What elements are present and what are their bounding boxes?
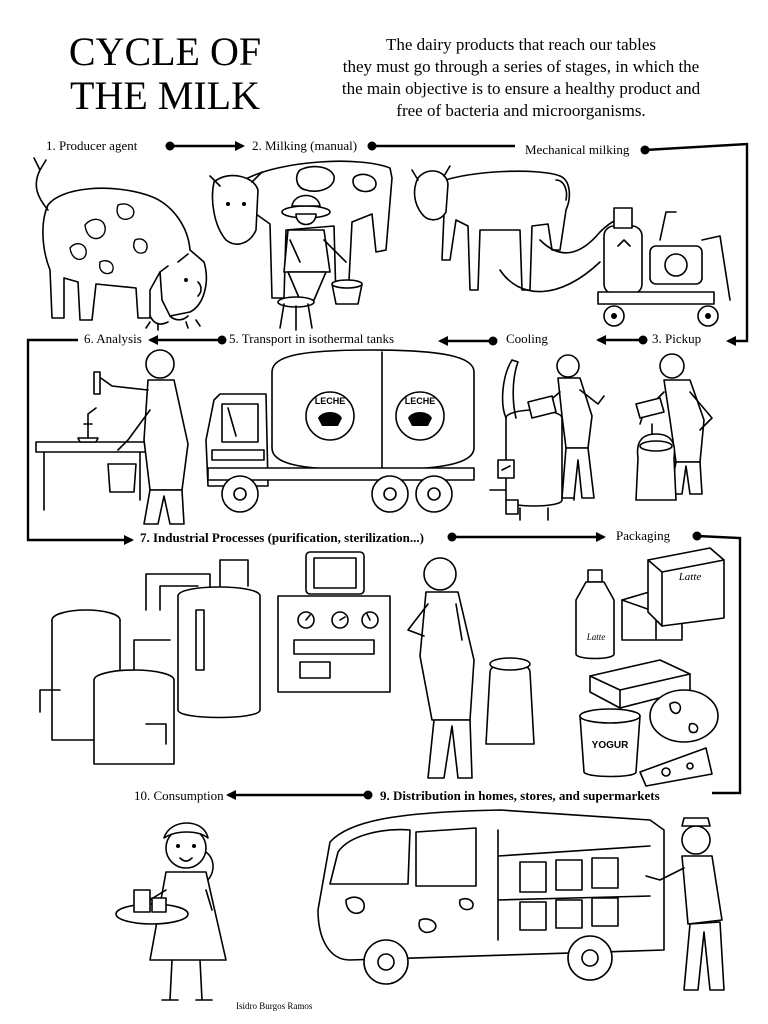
stage-3-label: 3. Pickup [652, 331, 702, 346]
distribution-van-illustration [317, 809, 725, 991]
author-credit: Isidro Burgos Ramos [236, 1001, 313, 1011]
title-line-1: CYCLE OF [68, 29, 262, 74]
manual-milking-illustration [209, 160, 393, 331]
intro-line-1: The dairy products that reach our tables [385, 35, 656, 54]
tank-label-right: LECHE [405, 396, 436, 406]
arrow-mech-to-pickup [644, 142, 749, 346]
mechanical-milking-illustration [411, 165, 731, 327]
stage-10-label: 10. Consumption [134, 788, 224, 803]
stage-6-label: 6. Analysis [84, 331, 142, 346]
intro-line-4: free of bacteria and microorganisms. [396, 101, 646, 120]
intro-paragraph: The dairy products that reach our tables… [296, 34, 746, 122]
arrow-packaging-to-distribution [696, 534, 742, 795]
page-title: CYCLE OF THE MILK [40, 30, 290, 118]
pickup-illustration [635, 353, 713, 501]
mechanical-milking-label: Mechanical milking [525, 142, 630, 157]
stage-9-label: 9. Distribution in homes, stores, and su… [380, 788, 660, 803]
cooling-illustration [489, 354, 605, 521]
bottle-label: Latte [586, 632, 606, 642]
stage-7-label: 7. Industrial Processes (purification, s… [140, 530, 424, 545]
stage-5-label: 5. Transport in isothermal tanks [229, 331, 395, 346]
yogurt-label: YOGUR [592, 740, 629, 751]
stage-2-label: 2. Milking (manual) [252, 138, 358, 153]
carton-label: Latte [678, 571, 702, 583]
intro-line-2: they must go through a series of stages,… [342, 57, 700, 76]
flow-connectors [26, 141, 749, 800]
cow-grazing-illustration [33, 157, 208, 331]
tanker-truck-illustration: LECHE LECHE [205, 349, 475, 513]
arrow-analysis-to-industrial [26, 338, 134, 545]
packaging-illustration: Latte Latte YOGUR [575, 547, 725, 787]
stage-1-label: 1. Producer agent [46, 138, 138, 153]
analysis-illustration [35, 349, 189, 525]
consumption-illustration [115, 822, 227, 1001]
packaging-label: Packaging [616, 528, 671, 543]
intro-line-3: the main objective is to ensure a health… [341, 79, 701, 98]
tank-label-left: LECHE [315, 396, 346, 406]
title-line-2: THE MILK [70, 73, 260, 118]
industrial-process-illustration [39, 551, 535, 779]
cooling-label: Cooling [506, 331, 548, 346]
